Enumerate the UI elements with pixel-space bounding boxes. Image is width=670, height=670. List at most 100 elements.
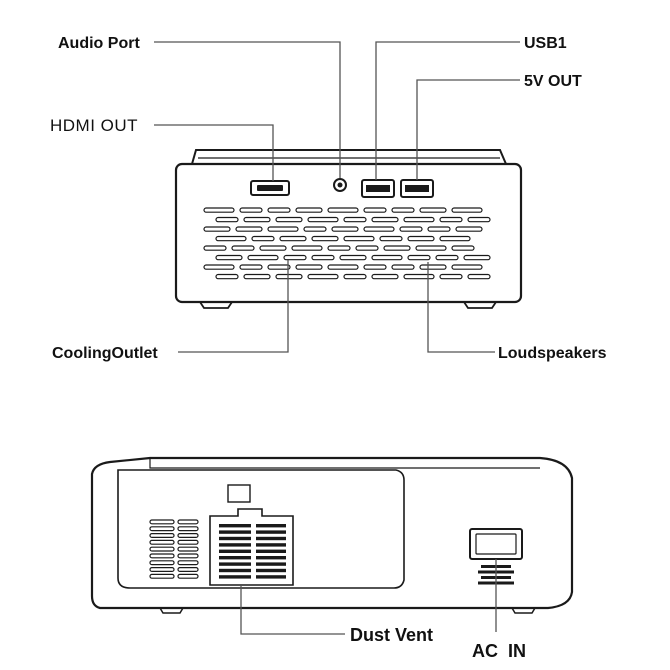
dust-vent-slat xyxy=(219,556,251,560)
vent-slot xyxy=(279,235,307,242)
side-grille-slot xyxy=(149,526,175,532)
vent-slot xyxy=(451,264,483,270)
vent-slot xyxy=(371,254,403,261)
label-usb1: USB1 xyxy=(524,35,567,52)
dust-vent-slat xyxy=(219,575,251,579)
usb1-port-slot xyxy=(366,185,390,192)
vent-slot xyxy=(415,245,447,251)
audio-port-hole xyxy=(337,182,343,188)
vent-slot xyxy=(251,235,275,242)
dust-vent-slat xyxy=(219,530,251,534)
label-audio-port: Audio Port xyxy=(58,35,140,52)
vent-slot xyxy=(215,254,243,261)
dust-vent-slat xyxy=(256,549,286,553)
vent-slot xyxy=(467,273,491,280)
dust-vent-slat xyxy=(256,562,286,566)
dust-vent-slat xyxy=(219,549,251,553)
vent-slot xyxy=(243,216,271,223)
bottom-foot-left xyxy=(159,607,184,614)
rear-panel-view: Audio Port USB1 5V OUT HDMI OUT CoolingO… xyxy=(50,35,607,362)
hdmi-port-slot xyxy=(257,185,283,191)
vent-slot xyxy=(267,264,291,270)
vent-slot xyxy=(307,273,339,280)
vent-slot xyxy=(343,235,375,242)
side-grille-slot xyxy=(177,553,199,559)
vent-slot xyxy=(331,226,359,232)
vent-slot xyxy=(295,207,323,213)
vent-slot xyxy=(435,254,459,261)
vent-slot xyxy=(275,273,303,280)
side-grille-slot xyxy=(177,560,199,566)
side-grille-slot xyxy=(177,546,199,552)
label-loudspeakers: Loudspeakers xyxy=(498,345,607,362)
vent-slot xyxy=(363,264,387,270)
bottom-foot-right xyxy=(511,607,536,614)
vent-slot xyxy=(403,273,435,280)
vent-slot xyxy=(203,264,235,270)
side-grille-slot xyxy=(177,519,199,525)
vent-slot xyxy=(463,254,491,261)
vent-slot xyxy=(259,245,287,251)
vent-slot xyxy=(327,245,351,251)
vent-slot xyxy=(307,216,339,223)
leader-lines-bottom xyxy=(240,559,497,635)
dust-vent-slat xyxy=(219,543,251,547)
side-grille-slot xyxy=(149,546,175,552)
label-dust-vent: Dust Vent xyxy=(350,625,433,645)
vent-slot xyxy=(343,273,367,280)
leader-dust-vent xyxy=(240,586,345,635)
vent-slot xyxy=(215,273,239,280)
vent-slot xyxy=(363,226,395,232)
dust-vent-slat xyxy=(219,536,251,541)
side-grille-slot xyxy=(149,573,175,579)
5v-out-port-slot xyxy=(405,185,429,192)
dust-vent-slat xyxy=(256,556,286,560)
vent-slot xyxy=(327,207,359,213)
projector-foot-right xyxy=(463,301,497,309)
vent-slot xyxy=(203,207,235,213)
vent-slot xyxy=(383,245,411,251)
vent-slot xyxy=(363,207,387,213)
side-grille-slot xyxy=(149,519,175,525)
vent-slot xyxy=(355,245,379,251)
vent-slot xyxy=(439,273,463,280)
leader-lines-top xyxy=(154,41,520,353)
label-ac-in: AC IN xyxy=(472,641,526,661)
vent-slot xyxy=(239,207,263,213)
vent-slot xyxy=(407,254,431,261)
leader-loudspeakers xyxy=(427,262,495,353)
dust-vent-slat xyxy=(256,524,286,528)
leader-hdmi-out xyxy=(154,124,274,181)
dust-vent-slat xyxy=(256,575,286,579)
vent-slot xyxy=(371,273,399,280)
bottom-body-rim xyxy=(149,458,540,469)
label-hdmi-out: HDMI OUT xyxy=(50,116,138,135)
dust-vent-slat xyxy=(219,562,251,566)
label-5v-out: 5V OUT xyxy=(524,73,582,90)
vent-slot xyxy=(379,235,403,242)
leader-audio-port xyxy=(154,41,341,178)
dust-vent-slat xyxy=(256,530,286,534)
vent-slot xyxy=(295,264,323,270)
vent-slot xyxy=(419,207,447,213)
leader-usb1 xyxy=(375,41,520,180)
vent-slot xyxy=(343,216,367,223)
vent-slot xyxy=(303,226,327,232)
dust-vent-slat xyxy=(219,524,251,528)
dust-vent-frame xyxy=(209,508,294,586)
vent-slot xyxy=(327,264,359,270)
vent-slot xyxy=(267,207,291,213)
side-grille-slot xyxy=(177,573,199,579)
side-grille-slot xyxy=(149,553,175,559)
vent-slot xyxy=(439,235,471,242)
dust-vent-slats xyxy=(219,524,286,579)
vent-slot xyxy=(451,207,483,213)
projector-foot-left xyxy=(199,301,233,309)
vent-slot xyxy=(247,254,279,261)
label-sticker xyxy=(227,484,251,503)
vent-slot xyxy=(203,245,227,251)
dust-vent-slat xyxy=(256,536,286,541)
dust-vent-slat xyxy=(256,543,286,547)
vent-slot xyxy=(239,264,263,270)
